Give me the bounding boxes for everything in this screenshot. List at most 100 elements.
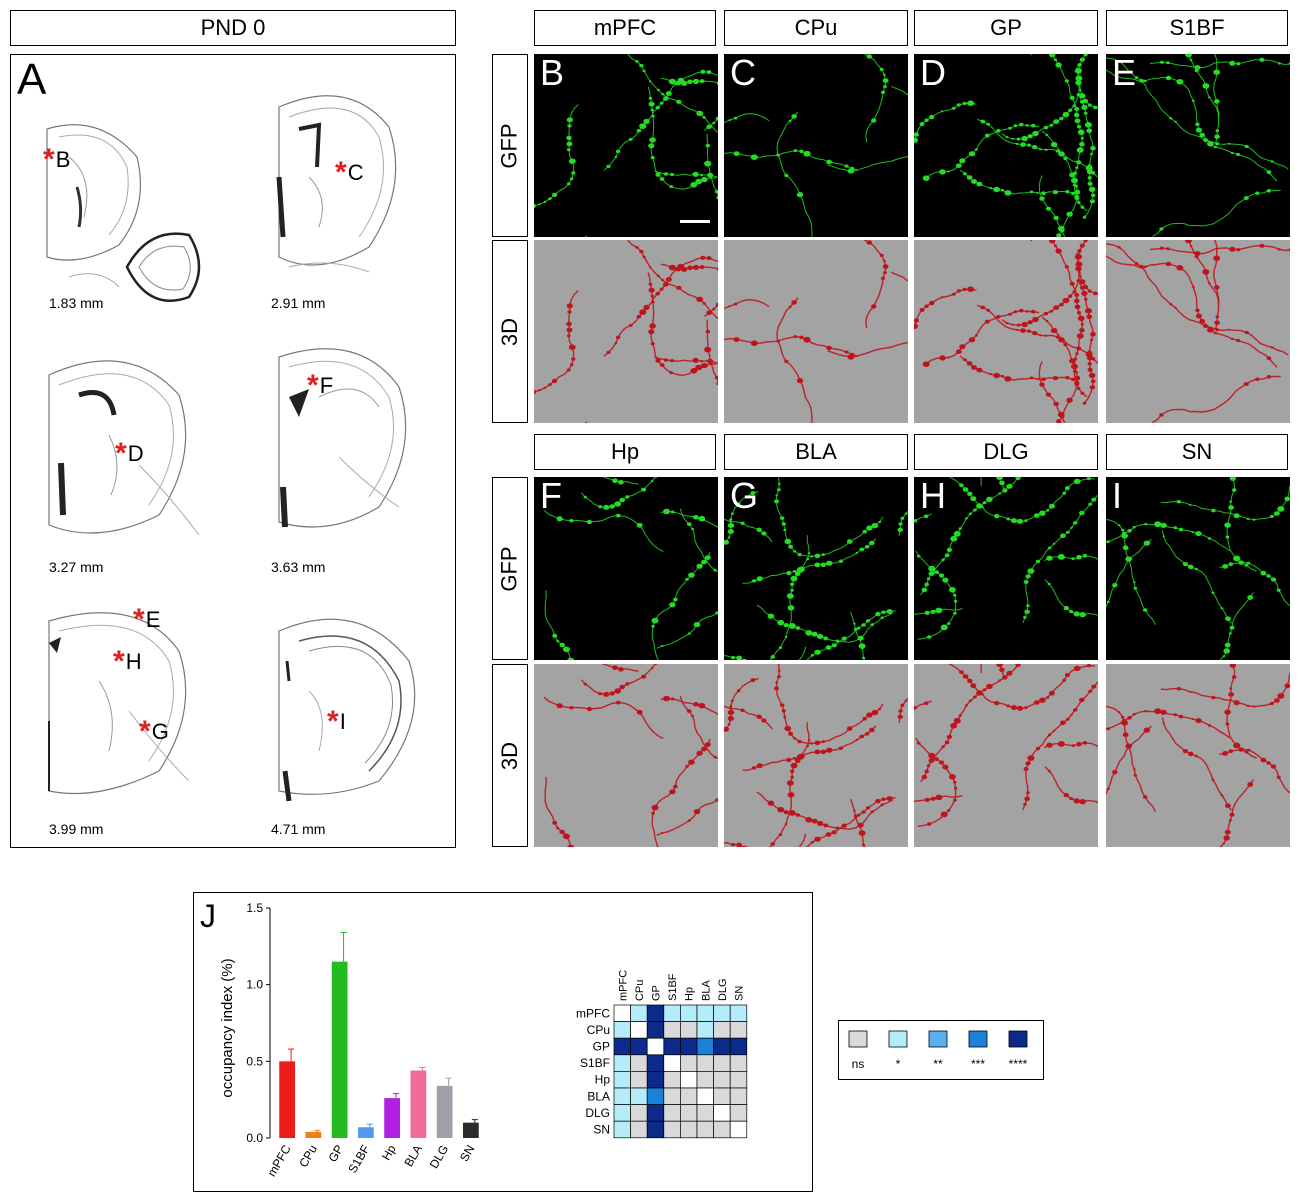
fiber-strand <box>585 421 589 423</box>
fiber-varicosity <box>1076 279 1081 283</box>
fiber-varicosity <box>1195 313 1202 319</box>
fiber-varicosity <box>681 266 688 272</box>
fiber-varicosity <box>1247 782 1254 787</box>
fiber-varicosity <box>1046 509 1050 512</box>
fiber-varicosity <box>811 818 818 824</box>
fiber-varicosity <box>861 656 866 660</box>
fiber-varicosity <box>807 739 811 742</box>
fiber-varicosity <box>1178 714 1184 719</box>
fiber-varicosity <box>614 688 622 694</box>
fiber-varicosity <box>1080 391 1085 395</box>
fiber-varicosity <box>1077 249 1082 253</box>
fiber-varicosity <box>1159 227 1164 231</box>
fiber-varicosity <box>548 383 552 386</box>
fiber-varicosity <box>993 372 1000 379</box>
fiber-varicosity <box>1194 754 1198 758</box>
fiber-varicosity <box>871 304 877 309</box>
fiber-varicosity <box>788 810 796 816</box>
fiber-varicosity <box>941 558 945 562</box>
fiber-varicosity <box>1006 670 1013 676</box>
fiber-varicosity <box>639 63 644 68</box>
fiber-varicosity <box>1060 533 1066 539</box>
matrix-cell <box>613 1104 631 1122</box>
fiber-varicosity <box>692 171 699 177</box>
fiber-varicosity <box>715 611 718 615</box>
fiber-varicosity <box>562 833 570 840</box>
fiber-varicosity <box>693 515 699 520</box>
fiber-varicosity <box>974 148 978 151</box>
fiber-varicosity <box>643 118 650 124</box>
fiber-varicosity <box>898 709 903 713</box>
fiber-varicosity <box>716 81 718 86</box>
fiber-varicosity <box>727 716 734 721</box>
fiber-varicosity <box>784 822 788 826</box>
fiber-varicosity <box>1259 243 1265 248</box>
fiber-varicosity <box>1087 350 1092 354</box>
fiber-varicosity <box>704 346 712 353</box>
fiber-varicosity <box>904 512 908 515</box>
fiber-varicosity <box>1060 720 1066 726</box>
depth-label-1: 1.83 mm <box>49 295 104 311</box>
fiber-varicosity <box>794 758 801 764</box>
fiber-varicosity <box>878 707 882 711</box>
fiber-varicosity <box>788 623 796 629</box>
fiber-varicosity <box>1166 61 1170 65</box>
image-letter-b: B <box>540 54 565 93</box>
fiber-varicosity <box>702 302 706 305</box>
bar-bla <box>410 1070 427 1138</box>
fiber-varicosity <box>675 266 682 272</box>
fiber-varicosity <box>701 176 708 183</box>
fiber-varicosity <box>777 806 785 813</box>
fiber-varicosity <box>650 294 654 298</box>
fiber-strand <box>601 664 639 672</box>
fiber-varicosity <box>883 271 887 275</box>
fiber-varicosity <box>1214 320 1220 325</box>
fiber-varicosity <box>1046 555 1053 561</box>
fiber-strand <box>534 104 579 207</box>
matrix-cell <box>613 1004 631 1022</box>
fiber-varicosity <box>1035 559 1041 564</box>
fiber-varicosity <box>1073 478 1081 485</box>
fiber-varicosity <box>1231 675 1237 679</box>
fiber-varicosity <box>795 813 801 817</box>
fiber-varicosity <box>1073 112 1080 118</box>
depth-label-4: 3.63 mm <box>271 559 326 575</box>
fiber-varicosity <box>853 627 858 631</box>
matrix-row-label: S1BF <box>580 1056 610 1070</box>
fiber-varicosity <box>700 174 704 177</box>
fiber-varicosity <box>1178 527 1184 532</box>
fiber-varicosity <box>692 264 700 270</box>
fiber-varicosity <box>670 359 674 363</box>
fiber-varicosity <box>1270 346 1274 349</box>
fiber-varicosity <box>1266 356 1272 361</box>
fiber-varicosity <box>1030 309 1036 314</box>
fiber-varicosity <box>1073 798 1080 804</box>
fiber-varicosity <box>704 160 712 167</box>
fiber-varicosity <box>1277 62 1281 65</box>
fiber-varicosity <box>976 181 983 187</box>
gfp-image-s1bf: E <box>1106 54 1290 237</box>
fiber-varicosity <box>799 335 804 340</box>
fiber-varicosity <box>971 365 977 370</box>
fiber-varicosity <box>1079 279 1086 285</box>
fiber-varicosity <box>724 726 729 732</box>
matrix-cell <box>696 1021 714 1039</box>
matrix-cell <box>646 1054 665 1072</box>
atlas-section-3 <box>39 345 229 545</box>
fiber-varicosity <box>714 189 718 194</box>
fiber-varicosity <box>859 734 865 739</box>
fiber-varicosity <box>928 565 936 572</box>
fiber-varicosity <box>688 759 695 765</box>
fiber-varicosity <box>1207 327 1214 333</box>
x-tick-label: DLG <box>427 1143 451 1171</box>
fiber-varicosity <box>705 143 711 148</box>
matrix-cell <box>646 1004 665 1022</box>
fiber-varicosity <box>866 54 873 59</box>
fiber-varicosity <box>871 118 877 123</box>
fiber-varicosity <box>1160 522 1167 528</box>
fiber-strand <box>1161 717 1233 811</box>
fiber-varicosity <box>568 158 576 164</box>
fiber-varicosity <box>609 504 615 509</box>
fiber-varicosity <box>793 550 797 553</box>
